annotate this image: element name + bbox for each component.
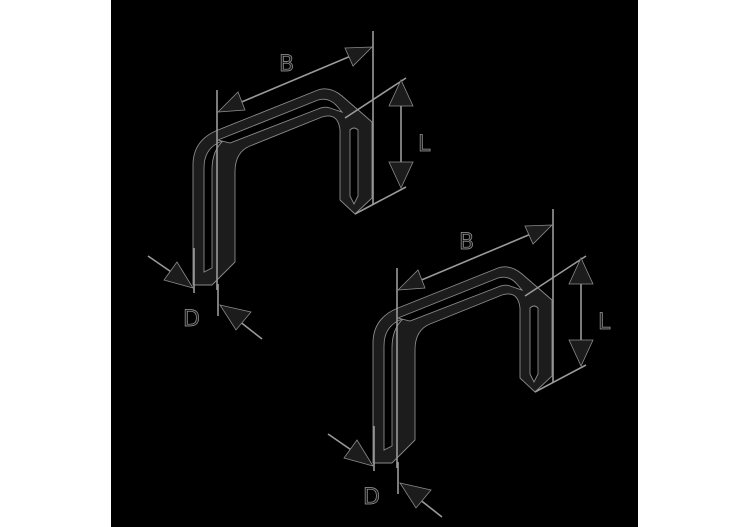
staple-2-label-l: L	[598, 310, 611, 335]
staple-1: B L D	[147, 30, 431, 340]
staple-2-label-b: B	[459, 230, 474, 255]
staple-1-label-d: D	[183, 307, 200, 332]
staple-diagram: B L D B L D	[147, 30, 611, 518]
staple-2: B L D	[327, 208, 611, 518]
diagram-canvas: B L D B L D	[111, 0, 638, 527]
staple-1-label-l: L	[418, 132, 431, 157]
staple-1-label-b: B	[279, 52, 294, 77]
staple-2-label-d: D	[363, 485, 380, 510]
